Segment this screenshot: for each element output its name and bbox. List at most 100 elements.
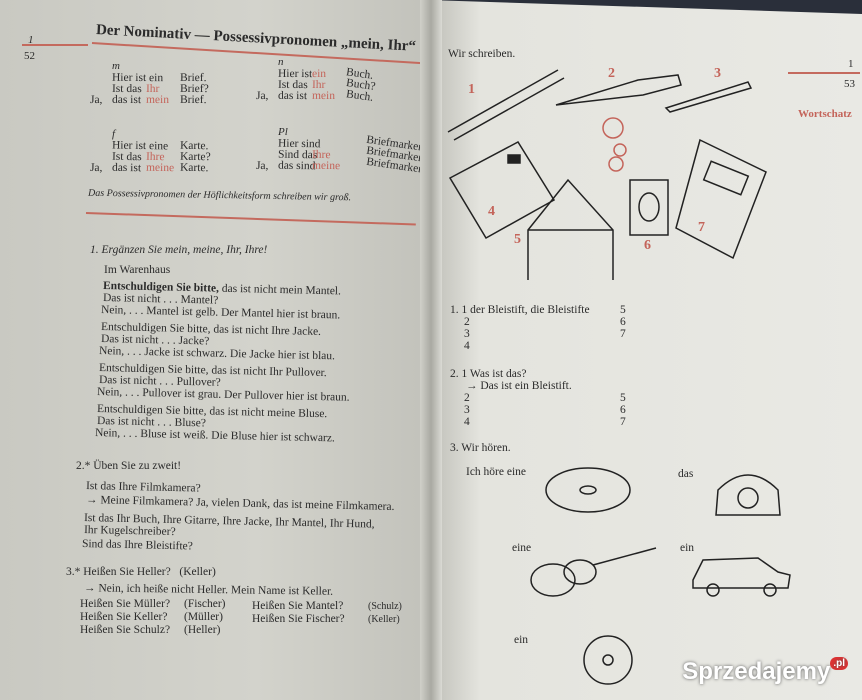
divider [22, 44, 88, 46]
grammar-cell: Karte. [179, 161, 209, 175]
picture-number-5: 5 [514, 232, 521, 247]
right-chapter-number: 1 [848, 58, 854, 70]
grammar-cell: Ja, [255, 159, 269, 173]
question-mark-icon [602, 117, 627, 172]
stamp-icon [629, 179, 669, 236]
exercise-number: 6 [620, 316, 626, 328]
name-question: Heißen Sie Fischer? [252, 613, 345, 625]
stationery-illustration [447, 69, 767, 280]
picture-number-3: 3 [714, 66, 721, 81]
chapter-number: 1 [28, 34, 34, 46]
exercise-2-line: Ist das Ihre Filmkamera? [85, 480, 201, 495]
gender-label-f: f [112, 128, 116, 140]
exercise-line: 3 [464, 404, 470, 416]
grammar-cell: meine [311, 159, 341, 173]
label-eine: eine [512, 542, 532, 554]
note-rule [85, 212, 416, 226]
exercise-number: 7 [620, 416, 626, 428]
line-text: Nein, . . . Mantel ist gelb. Der Mantel … [100, 304, 341, 322]
exercise-line: 1. 1 der Bleistift, die Bleistifte [450, 304, 590, 316]
record-icon [545, 467, 631, 513]
right-page-number: 53 [844, 78, 855, 90]
gender-label-m: m [112, 60, 120, 72]
label-ein: ein [680, 542, 695, 554]
car-icon [692, 557, 791, 597]
grammar-cell: das ist [111, 161, 142, 175]
telephone-icon [715, 474, 781, 516]
listening-illustrations [530, 467, 791, 685]
exercise-line: 4 [464, 340, 470, 352]
grammar-cell: mein [311, 89, 336, 103]
exercise-number: 7 [620, 328, 626, 340]
name-question: Heißen Sie Schulz? [80, 624, 171, 636]
line-text: Nein, . . . Jacke ist schwarz. Die Jacke… [98, 345, 336, 363]
name-question: Heißen Sie Keller? [80, 611, 168, 623]
exercise-number: 6 [620, 404, 626, 416]
section-wortschatz: Wortschatz [798, 108, 852, 120]
dialogue-line: Nein, . . . Jacke ist schwarz. Die Jacke… [99, 345, 335, 363]
picture-number-1: 1 [468, 82, 475, 97]
grammar-cell: meine [145, 161, 175, 175]
postcard-icon [448, 141, 556, 240]
notebook-icon [675, 138, 767, 260]
exercise-3-hint: (Keller) [179, 566, 216, 578]
watermark-suffix: .pl [830, 657, 848, 670]
grammar-cell: Ja, [89, 93, 103, 107]
exercise-1-subheading: Im Warenhaus [104, 264, 171, 276]
dialogue-line: Nein, . . . Mantel ist gelb. Der Mantel … [101, 304, 340, 322]
line-text: Nein, . . . Pullover ist grau. Der Pullo… [96, 386, 350, 404]
name-hint: (Keller) [368, 614, 400, 625]
name-question: Heißen Sie Müller? [80, 598, 171, 610]
dialogue-line: Nein, . . . Bluse ist weiß. Die Bluse hi… [95, 427, 335, 445]
ballpoint-pen-icon [664, 81, 753, 113]
exercise-line: → Das ist ein Bleistift. [466, 380, 572, 392]
watermark-logo: Sprzedajemy.pl [682, 657, 848, 686]
grammar-cell: das ist [111, 93, 142, 107]
gender-label-pl: Pl [278, 126, 288, 138]
exercise-line: 4 [464, 416, 470, 428]
exercise-2-line: → Meine Filmkamera? Ja, vielen Dank, das… [85, 494, 395, 513]
exercise-line: 2 [464, 392, 470, 404]
name-hint: (Fischer) [184, 598, 226, 610]
name-hint: (Müller) [184, 611, 223, 623]
exercise-number: 5 [620, 392, 626, 404]
grammar-cell: das sind [277, 159, 316, 173]
exercise-3-question: 3.* Heißen Sie Heller? [66, 566, 171, 578]
envelope-icon [527, 178, 614, 280]
exercise-line: 3 [464, 328, 470, 340]
grammar-cell: Ja, [89, 161, 103, 175]
grammar-cell: Ja, [255, 89, 269, 103]
watermark-text: Sprzedajemy [682, 658, 831, 685]
exercise-line: 2. 1 Was ist das? [450, 368, 527, 380]
right-divider [788, 72, 860, 74]
exercise-2-heading: 2.* Üben Sie zu zweit! [76, 460, 182, 472]
name-hint: (Heller) [184, 624, 221, 636]
guitar-icon [530, 547, 657, 597]
exercise-line: 2 [464, 316, 470, 328]
exercise-number: 5 [620, 304, 626, 316]
line-text: Nein, . . . Bluse ist weiß. Die Bluse hi… [94, 427, 335, 445]
gender-label-n: n [278, 56, 284, 68]
page-number: 52 [24, 50, 35, 62]
label-das: das [678, 468, 694, 480]
picture-number-6: 6 [644, 238, 651, 253]
exercise-2-line: Sind das Ihre Bleistifte? [81, 538, 193, 553]
grammar-cell: das ist [277, 89, 308, 103]
exercise-3-heading: 3.* Heißen Sie Heller? (Keller) [66, 566, 216, 579]
exercise-2-line: Ihr Kugelschreiber? [83, 524, 176, 539]
right-exercise-3-heading: 3. Wir hören. [450, 442, 511, 454]
picture-number-2: 2 [608, 66, 615, 81]
pencil-icon [447, 69, 565, 141]
label-ich-hoere-eine: Ich höre eine [466, 466, 527, 478]
picture-number-4: 4 [488, 204, 495, 219]
left-page: 1 52 Der Nominativ — Possessivpronomen „… [0, 0, 430, 700]
grammar-cell: Buch. [345, 88, 374, 104]
film-reel-icon [583, 635, 633, 685]
name-question: Heißen Sie Mantel? [252, 600, 344, 612]
grammar-cell: mein [145, 93, 170, 107]
name-hint: (Schulz) [368, 601, 402, 612]
grammar-cell: Brief. [179, 93, 207, 107]
fountain-pen-icon [555, 74, 682, 106]
picture-number-7: 7 [698, 220, 705, 235]
